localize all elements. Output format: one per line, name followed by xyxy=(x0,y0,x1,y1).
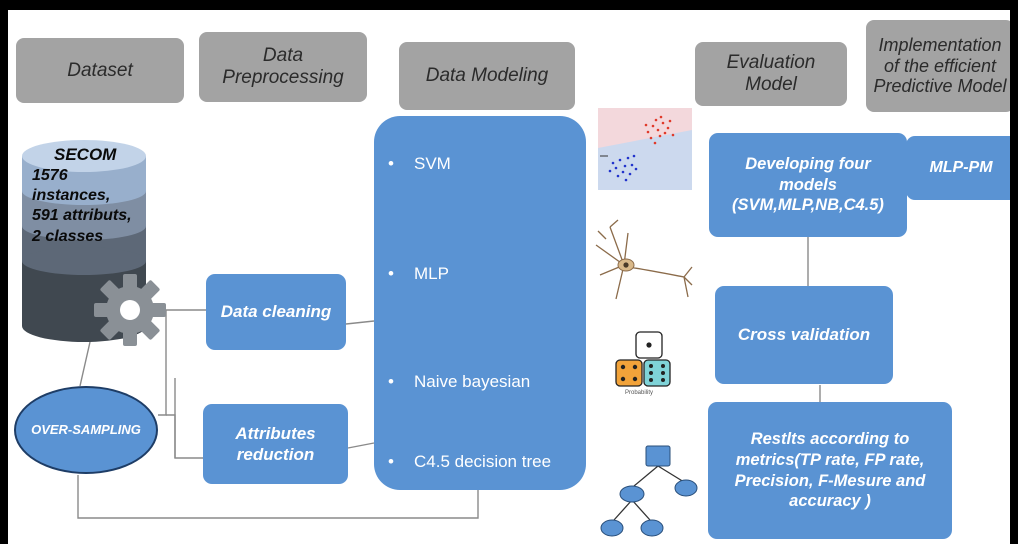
database-line-3: 591 attributs, xyxy=(32,207,132,225)
oversampling-to-cleaning-line xyxy=(158,309,206,416)
gear-icon xyxy=(94,274,166,346)
diagram-frame: Dataset Data Preprocessing Data Modeling… xyxy=(8,10,1010,544)
oversampling-node: OVER-SAMPLING xyxy=(14,386,158,474)
svm-scatter-icon xyxy=(598,108,692,190)
neuron-icon xyxy=(595,219,693,300)
bullet-icon: • xyxy=(388,372,394,391)
connector-lines xyxy=(77,237,821,519)
reduction-to-models-line xyxy=(347,442,375,449)
model-item-c45: • C4.5 decision tree xyxy=(388,452,551,472)
bullet-icon: • xyxy=(388,452,394,471)
probability-caption: Probability xyxy=(625,390,654,396)
model-label-c45: C4.5 decision tree xyxy=(414,452,552,471)
decision-tree-icon xyxy=(600,445,698,537)
database-line-2: instances, xyxy=(32,186,111,204)
header-modeling: Data Modeling xyxy=(399,42,575,110)
bullet-icon: • xyxy=(388,264,394,283)
header-preprocessing: Data Preprocessing xyxy=(199,32,367,102)
results-box: Restlts according to metrics(TP rate, FP… xyxy=(708,402,952,539)
models-box: • SVM • MLP • Naive bayesian • C4.5 decision… xyxy=(374,116,586,490)
header-dataset: Dataset xyxy=(16,38,184,103)
db-to-oversampling-line xyxy=(79,341,91,387)
database-line-4: 2 classes xyxy=(32,227,104,245)
bullet-icon: • xyxy=(388,154,394,173)
data-cleaning-box: Data cleaning xyxy=(206,274,346,350)
model-item-svm: • SVM xyxy=(388,154,451,174)
model-label-mlp: MLP xyxy=(414,264,449,283)
cleaning-to-models-line xyxy=(345,320,375,325)
header-implementation: Implementation of the efficient Predicti… xyxy=(866,20,1010,112)
developing-models-box: Developing four models (SVM,MLP,NB,C4.5) xyxy=(709,133,907,237)
model-item-nb: • Naive bayesian xyxy=(388,372,530,392)
oversampling-to-reduction-line xyxy=(166,414,203,459)
mlp-pm-box: MLP-PM xyxy=(906,136,1010,200)
database-label: SECOM 1576 instances, 591 attributs, 2 c… xyxy=(32,144,132,247)
database-line-1: 1576 xyxy=(32,166,68,184)
attributes-reduction-box: Attributes reduction xyxy=(203,404,348,484)
header-evaluation: Evaluation Model xyxy=(695,42,847,106)
model-label-svm: SVM xyxy=(414,154,451,173)
model-label-nb: Naive bayesian xyxy=(414,372,531,391)
model-item-mlp: • MLP xyxy=(388,264,449,284)
cross-validation-box: Cross validation xyxy=(715,286,893,384)
dice-probability-icon xyxy=(615,331,671,387)
database-title: SECOM xyxy=(54,145,117,164)
diagram-stage: Dataset Data Preprocessing Data Modeling… xyxy=(8,10,1010,544)
oversampling-loop-line xyxy=(77,475,479,519)
